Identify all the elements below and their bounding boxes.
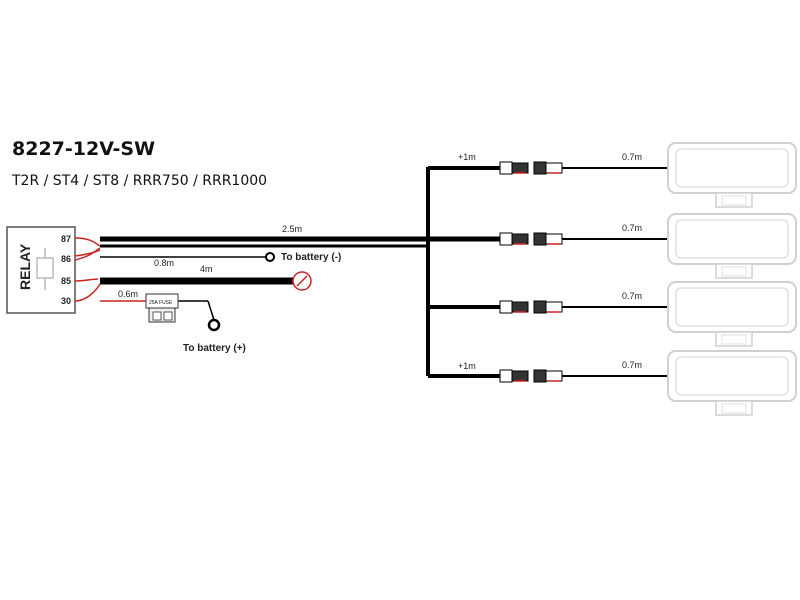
lamp-lead-length-1: 0.7m <box>622 152 642 162</box>
light-bar-1 <box>667 142 797 208</box>
light-bar-2 <box>667 213 797 279</box>
trunk-lines: +1m +1m <box>426 152 500 378</box>
lamp-lead-length-3: 0.7m <box>622 291 642 301</box>
relay-red-leads <box>74 237 101 302</box>
extension-length-top: +1m <box>458 152 476 162</box>
lamp-branch-2: 0.7m <box>499 213 797 279</box>
lamp-lead-length-4: 0.7m <box>622 360 642 370</box>
diagram-title: 8227-12V-SW <box>12 138 156 160</box>
light-bar-4 <box>667 350 797 416</box>
relay-pin-87: 87 <box>61 234 71 244</box>
connector-3 <box>499 300 563 314</box>
switch-wire-length: 4m <box>200 264 213 274</box>
battery-positive-ring-terminal <box>207 318 221 332</box>
connector-4 <box>499 369 563 383</box>
lamp-branches: 0.7m 0.7m 0.7m 0.7m <box>499 142 797 416</box>
fuse-wire-length: 0.6m <box>118 289 138 299</box>
ground-wire-length: 0.8m <box>154 258 174 268</box>
relay-pin-86: 86 <box>61 254 71 264</box>
fuse-label: 25A FUSE <box>149 300 173 306</box>
relay-label: RELAY <box>17 243 33 290</box>
lamp-branch-3: 0.7m <box>499 281 797 347</box>
relay-body <box>6 226 76 314</box>
battery-negative-label: To battery (-) <box>281 252 341 263</box>
switch-wire: 4m <box>100 264 312 291</box>
lamp-lead-length-2: 0.7m <box>622 223 642 233</box>
diagram-subtitle: T2R / ST4 / ST8 / RRR750 / RRR1000 <box>12 173 268 189</box>
main-cable: 2.5m <box>100 224 500 248</box>
ground-ring-terminal <box>265 252 275 262</box>
relay-pin-30: 30 <box>61 296 71 306</box>
battery-positive-label: To battery (+) <box>183 343 246 354</box>
connector-1 <box>499 161 563 175</box>
ground-wire: 0.8m To battery (-) <box>100 252 341 268</box>
relay: RELAY 87 86 85 30 <box>6 226 76 314</box>
fuse-holder: 25A FUSE <box>145 293 179 323</box>
connector-2 <box>499 232 563 246</box>
light-bar-3 <box>667 281 797 347</box>
relay-pin-85: 85 <box>61 276 71 286</box>
extension-length-bottom: +1m <box>458 361 476 371</box>
lamp-branch-1: 0.7m <box>499 142 797 208</box>
fuse-wire: 0.6m To battery (+) <box>100 289 246 354</box>
lamp-branch-4: 0.7m <box>499 350 797 416</box>
main-cable-length: 2.5m <box>282 224 302 234</box>
